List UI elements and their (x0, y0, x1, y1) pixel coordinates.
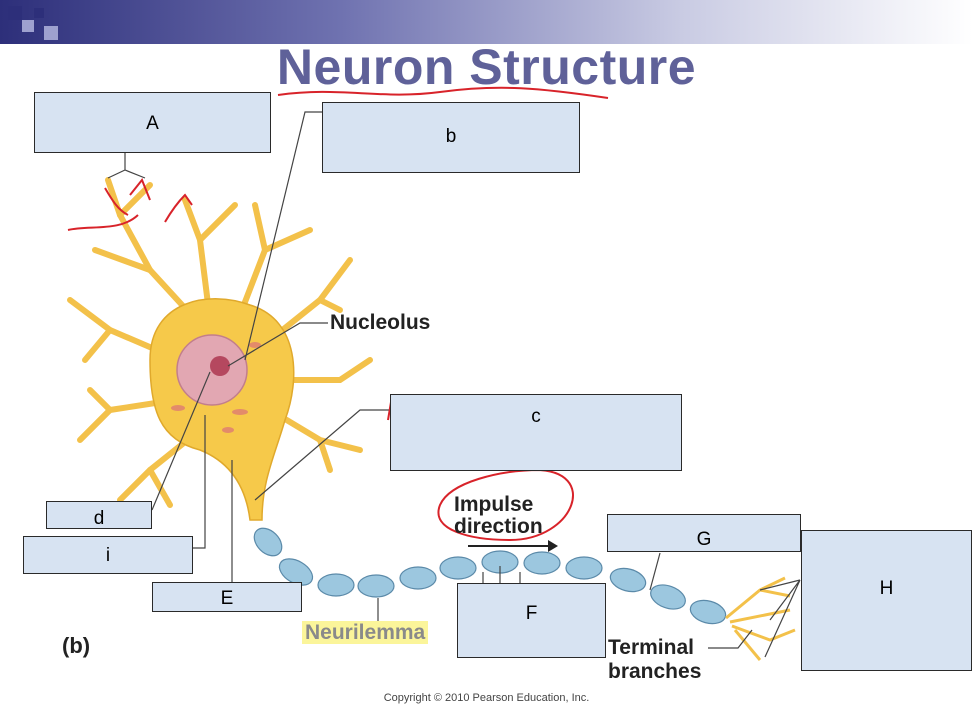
answer-box-e-label: E (220, 588, 234, 609)
label-neurilemma-text: Neurilemma (302, 621, 429, 644)
answer-box-b[interactable]: b (322, 102, 580, 173)
answer-box-h-label: H (879, 578, 894, 599)
label-nucleolus: Nucleolus (330, 311, 431, 334)
answer-box-f[interactable]: F (457, 583, 606, 658)
label-neurilemma: Neurilemma (302, 621, 429, 645)
label-terminal-branches-line1: Terminal (608, 636, 694, 659)
cell-body (149, 298, 295, 521)
dendrite-annotation (67, 178, 193, 231)
leader-lines (107, 111, 801, 658)
label-impulse-direction-line1: Impulse (454, 493, 534, 516)
answer-box-c-label: c (531, 406, 541, 427)
nucleolus (210, 356, 230, 376)
axon (253, 527, 727, 625)
header-decor-square (34, 8, 44, 18)
answer-box-a-label: A (146, 113, 159, 134)
header-decor-square (8, 6, 22, 20)
impulse-arrowhead (548, 540, 558, 552)
answer-box-g-label: G (696, 529, 712, 550)
impulse-annotation (437, 469, 574, 542)
header-decor-square (22, 20, 34, 32)
answer-box-d[interactable]: d (46, 501, 152, 529)
label-terminal-branches-line2: branches (608, 660, 702, 683)
answer-box-e[interactable]: E (152, 582, 302, 612)
label-impulse-direction-line2: direction (454, 515, 543, 538)
terminal-branches (725, 576, 796, 661)
header-gradient-bar (0, 0, 973, 44)
page-title: Neuron Structure (276, 39, 697, 95)
answer-box-i[interactable]: i (23, 536, 193, 574)
answer-box-f-label: F (525, 603, 538, 624)
copyright-notice: Copyright © 2010 Pearson Education, Inc. (383, 692, 590, 704)
panel-letter: (b) (62, 633, 91, 658)
organelles (171, 342, 261, 433)
header-decor-square (44, 26, 58, 40)
answer-box-a[interactable]: A (34, 92, 271, 153)
answer-box-g[interactable]: G (607, 514, 801, 552)
answer-box-b-label: b (445, 126, 457, 147)
answer-box-i-label: i (105, 545, 111, 566)
answer-box-d-label: d (93, 508, 105, 529)
title-underline-annotation (277, 86, 609, 99)
answer-box-c[interactable]: c (390, 394, 682, 471)
answer-box-h[interactable]: H (801, 530, 972, 671)
